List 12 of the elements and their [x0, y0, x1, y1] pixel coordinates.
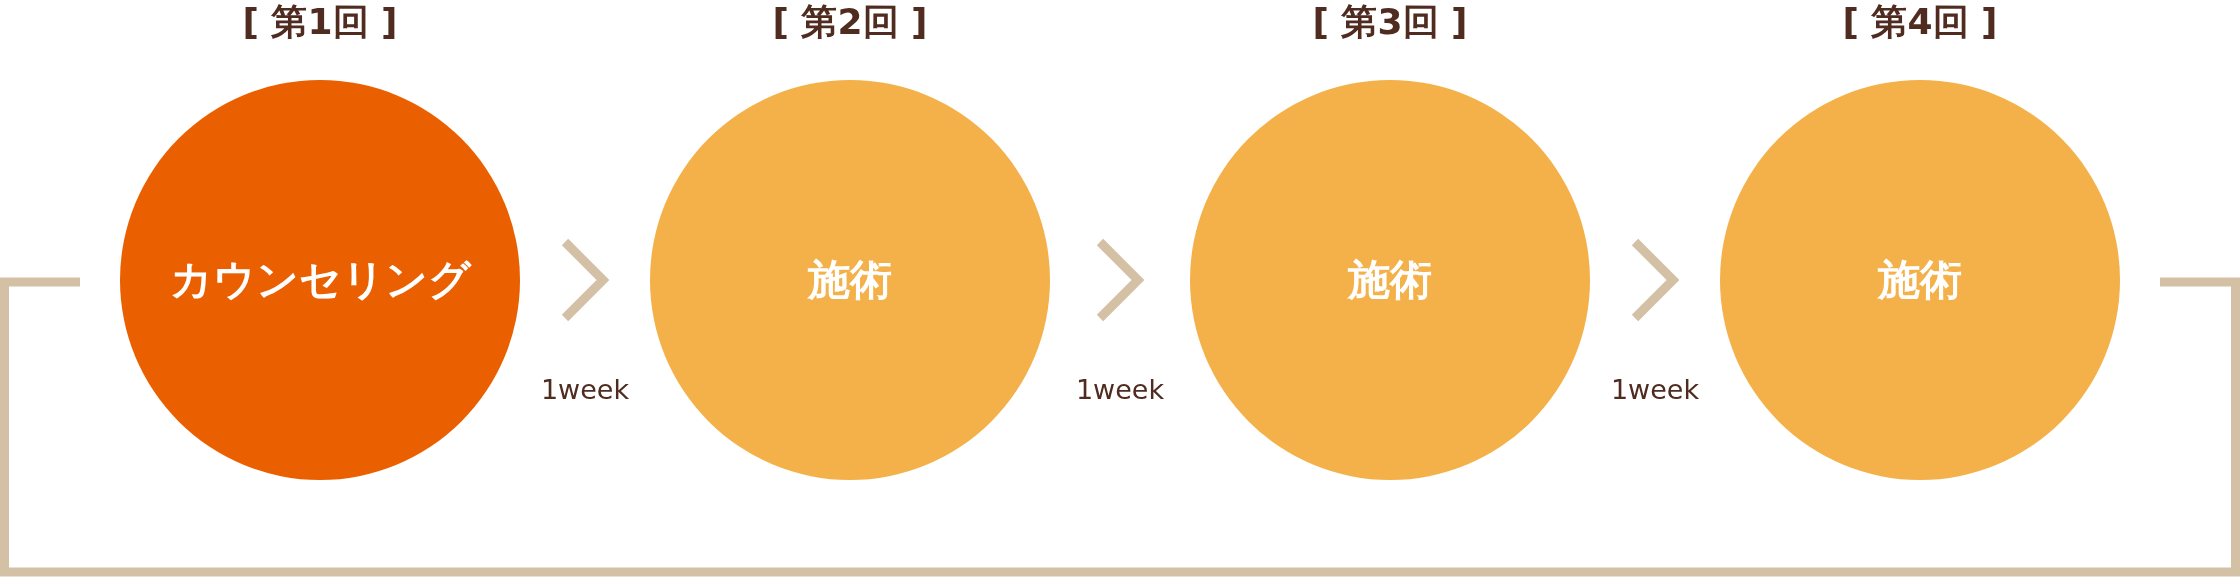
step-label: 施術 — [1348, 255, 1432, 305]
loop-line — [0, 277, 2240, 577]
step-label: カウンセリング — [169, 255, 471, 305]
edge-label: 1week — [1075, 374, 1165, 406]
step-label: 施術 — [808, 255, 892, 305]
step-heading: [ 第4回 ] — [1842, 0, 1998, 44]
step-heading: [ 第1回 ] — [242, 0, 398, 44]
step-heading: [ 第3回 ] — [1312, 0, 1468, 44]
step-label: 施術 — [1878, 255, 1962, 305]
edge-label: 1week — [1610, 374, 1700, 406]
edge-label: 1week — [540, 374, 630, 406]
step-heading: [ 第2回 ] — [772, 0, 928, 44]
